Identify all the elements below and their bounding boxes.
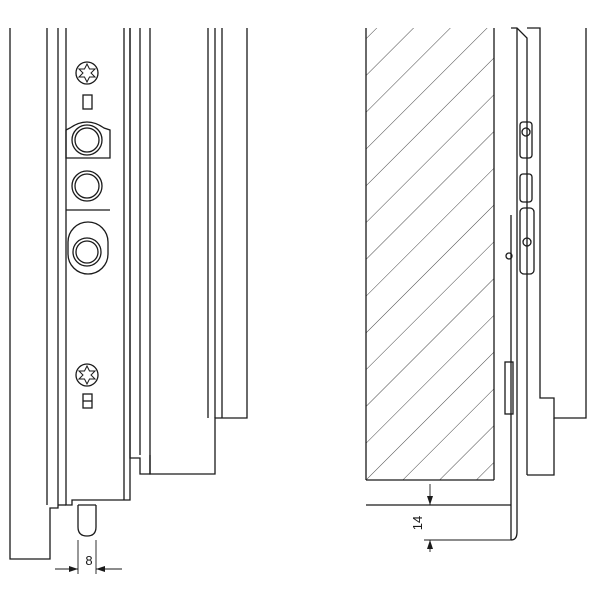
- dimension-label-8: 8: [85, 553, 92, 568]
- sash-body: [149, 28, 248, 475]
- fitting-hole: [505, 252, 513, 260]
- dimension-14: [424, 484, 511, 552]
- dim-arrow-top: [427, 496, 433, 505]
- frame-profile: [9, 28, 59, 560]
- cam-roller-middle-inner: [74, 173, 100, 199]
- outer-frame-foot: [527, 418, 555, 476]
- right-view: [365, 27, 587, 541]
- dim-arrow-left: [69, 566, 78, 572]
- sash-section-hatch: [366, 28, 494, 480]
- cam-slot: [67, 221, 109, 275]
- cam-roller-top-inner: [74, 127, 100, 153]
- cam-roller-top: [71, 124, 103, 156]
- fitting-strip: [65, 28, 131, 506]
- cam-side-2: [519, 173, 533, 203]
- cam-housing: [65, 121, 111, 159]
- cam-roller-middle: [71, 170, 103, 202]
- dimension-8: [55, 540, 122, 574]
- outer-frame-profile: [527, 27, 587, 419]
- torx-screw-top-icon: [75, 61, 99, 85]
- slot-top: [82, 94, 93, 110]
- fitting-top-bend: [511, 27, 528, 120]
- cam-roller-bottom-inner: [75, 240, 99, 264]
- cam-roller-bottom: [72, 237, 102, 267]
- locking-pin: [77, 505, 97, 537]
- dim-arrow-right: [96, 566, 105, 572]
- cam-side-1-pin: [521, 127, 531, 137]
- dim-arrow-bottom: [427, 540, 433, 549]
- torx-screw-bottom-icon: [75, 363, 99, 387]
- fitting-bottom-bend: [510, 505, 518, 541]
- cam-side-1: [519, 121, 533, 159]
- dimension-label-14: 14: [410, 516, 425, 530]
- left-view: [9, 28, 248, 560]
- lower-fitting-block: [504, 361, 514, 415]
